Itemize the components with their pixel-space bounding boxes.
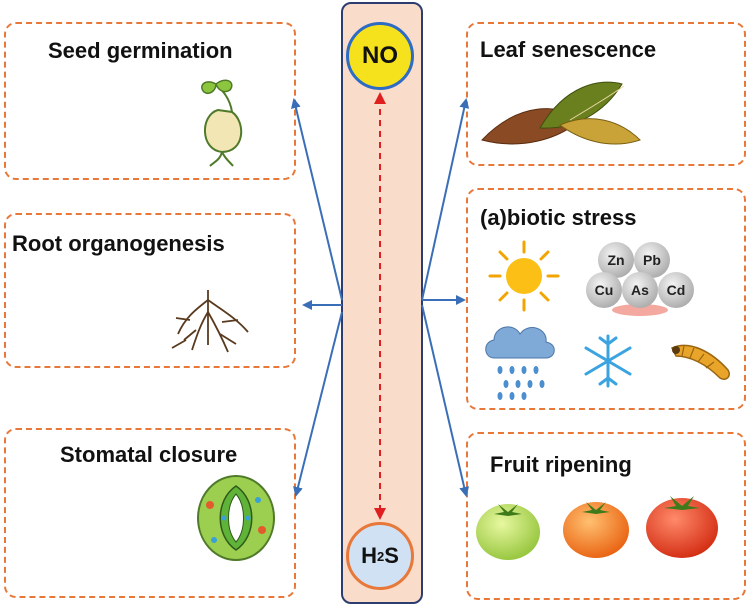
larva-icon (670, 344, 731, 381)
root-organogenesis-box (4, 213, 296, 368)
arrow-leaf-senescence (421, 98, 470, 301)
heavy-metals-icon: Zn Pb Cu As Cd (586, 242, 694, 316)
root-organogenesis-title: Root organogenesis (12, 231, 225, 256)
h2s-tail: S (384, 543, 399, 568)
stomata-icon (197, 475, 275, 561)
abiotic-stress-box (466, 188, 746, 410)
leaf-senescence-box (466, 22, 746, 166)
rain-cloud-icon (485, 326, 555, 400)
green-tomato-icon (476, 504, 540, 560)
no-node: NO (346, 22, 414, 90)
stomatal-closure-box (4, 428, 296, 598)
metal-cd: Cd (667, 282, 686, 298)
metal-cu: Cu (595, 282, 614, 298)
leaves-icon (481, 81, 641, 145)
abiotic-stress-title: (a)biotic stress (480, 205, 637, 230)
arrow-seed-germination (291, 98, 343, 301)
arrows (291, 98, 470, 497)
fruit-ripening-title: Fruit ripening (490, 452, 632, 477)
h2s-subscript: 2 (376, 548, 385, 564)
h2s-main: H (361, 543, 377, 568)
stomatal-closure-title: Stomatal closure (60, 442, 238, 467)
sun-icon (488, 240, 560, 312)
fruit-ripening-box (466, 432, 746, 600)
arrow-stomatal-closure (293, 311, 343, 497)
metal-pb: Pb (643, 252, 661, 268)
orange-tomato-icon (563, 502, 629, 558)
arrow-fruit-ripening (421, 304, 470, 497)
roots-icon (171, 290, 249, 353)
seed-germination-title: Seed germination (48, 38, 233, 63)
leaf-senescence-title: Leaf senescence (480, 37, 657, 62)
seedling-icon (201, 79, 243, 167)
metal-as: As (631, 282, 649, 298)
no-h2s-crosstalk-arrow (374, 92, 386, 520)
snowflake-icon (584, 334, 632, 388)
red-tomato-icon (646, 496, 718, 558)
metal-zn: Zn (607, 252, 624, 268)
